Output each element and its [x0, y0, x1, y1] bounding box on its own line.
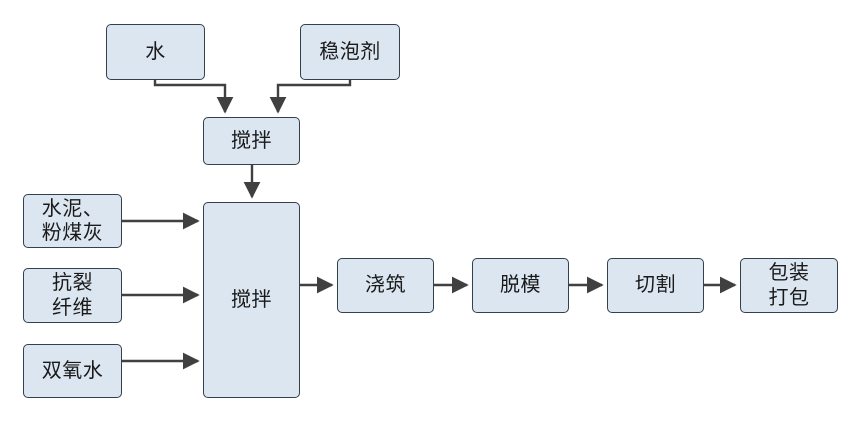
- node-fiber[interactable]: 抗裂 纤维: [23, 268, 122, 323]
- node-cement-ash[interactable]: 水泥、 粉煤灰: [23, 194, 122, 248]
- node-mix-1[interactable]: 搅拌: [203, 117, 300, 165]
- node-casting[interactable]: 浇筑: [337, 258, 434, 313]
- node-cutting[interactable]: 切割: [607, 258, 704, 313]
- node-foam-agent[interactable]: 稳泡剂: [300, 24, 400, 80]
- node-peroxide[interactable]: 双氧水: [23, 344, 122, 398]
- node-mix-2[interactable]: 搅拌: [203, 202, 300, 398]
- node-packaging[interactable]: 包装 打包: [740, 258, 838, 313]
- node-water[interactable]: 水: [106, 24, 205, 80]
- node-demolding[interactable]: 脱模: [472, 258, 569, 313]
- edge-foam-to-mix1: [269, 80, 352, 114]
- edge-water-to-mix1: [153, 80, 234, 114]
